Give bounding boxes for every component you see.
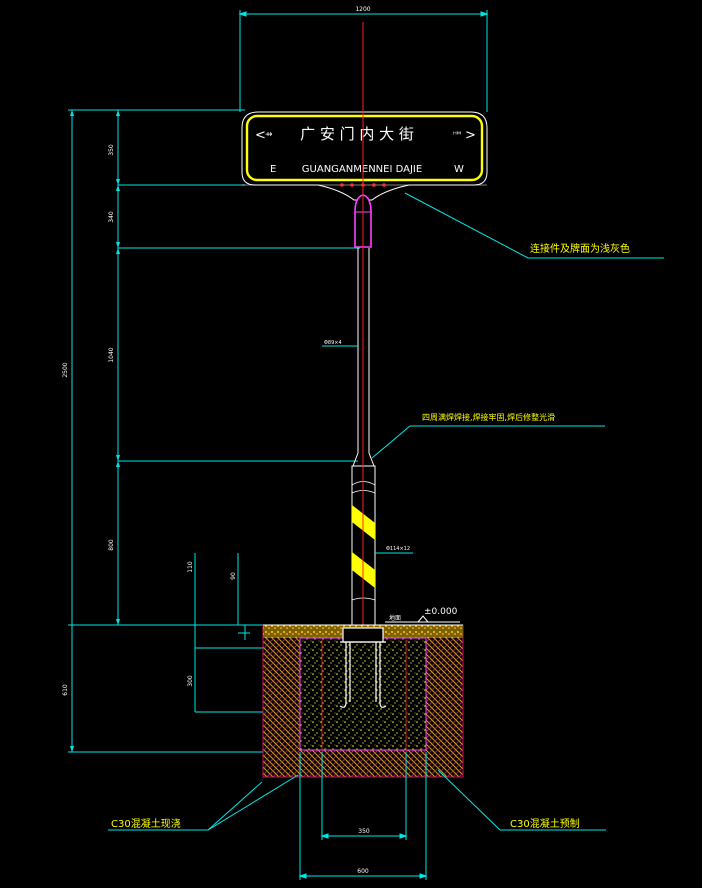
dim-left-chain [68,109,360,753]
pipe-bottom-spec: Φ114×12 [386,546,410,552]
sign-left-arrow: < [255,128,266,143]
sign-name-en: GUANGANMENNEI DAJIE [302,164,422,175]
dim-left-ticks [70,110,120,752]
ground-level-label: ±0.000 [424,607,458,617]
dim-total-label: 2500 [62,362,69,377]
dim-top-width-label: 1200 [355,6,370,13]
dim-110-label: 110 [187,561,194,573]
note-concrete-precast: C30混凝土预制 [510,817,580,830]
dim-350-label: 350 [108,144,115,156]
sign-west: W [454,164,464,175]
ground-level-mark [385,615,460,623]
ground-surface-label: 地面 [389,614,401,622]
dim-800-label: 800 [108,539,115,551]
sign-right-arrow: > [465,128,476,143]
sign-right-mark: ᴴᴹ [453,130,461,139]
dim-610-label: 610 [62,684,69,696]
sign-left-mark: ⇸ [265,130,273,140]
callout-leaders [108,192,664,831]
note-concrete-cast: C30混凝土现浇 [111,817,181,830]
pipe-top-spec: Φ89×4 [324,340,342,346]
dim-340-label: 340 [108,211,115,223]
note-connector: 连接件及牌面为浅灰色 [530,242,630,255]
sign-east: E [270,164,276,175]
dim-bottom [298,752,428,880]
dim-1040-label: 1040 [108,347,115,362]
dim-base-inner-label: 350 [358,828,370,835]
anchor-bolts [339,627,387,708]
dim-top-width [238,10,489,112]
dim-300-label: 300 [187,675,194,687]
note-weld: 四周满焊焊接,焊接牢固,焊后修整光滑 [422,412,555,422]
sign-main-text: 广 安 门 内 大 街 [300,125,414,143]
dim-90-label: 90 [230,572,237,580]
sign-board [241,111,488,201]
dim-base-outer-label: 600 [357,868,369,875]
sign-connector-dots [340,183,386,187]
foundation [262,624,464,778]
pole-upper [352,248,375,467]
